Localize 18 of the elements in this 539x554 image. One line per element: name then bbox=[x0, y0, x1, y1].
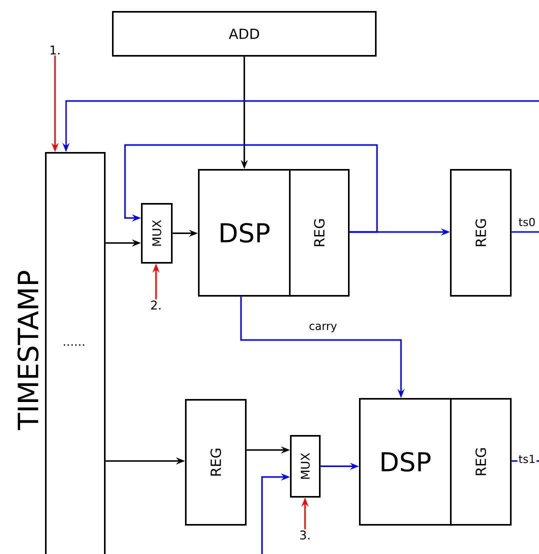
dsp-box: DSP bbox=[198, 169, 291, 297]
edge-label: ts1 bbox=[517, 454, 537, 464]
ellipsis: ...... bbox=[64, 344, 84, 346]
block-label: TIMESTAMP bbox=[17, 270, 39, 430]
mux-box: MUX bbox=[141, 203, 173, 264]
arrow bbox=[124, 144, 378, 233]
register-box: REG bbox=[289, 169, 350, 297]
adder-box: ADD bbox=[112, 11, 377, 57]
register-box: REG bbox=[450, 169, 512, 297]
register-box: REG bbox=[450, 398, 512, 526]
edge-label: ts0 bbox=[517, 216, 537, 228]
edge-label: carry bbox=[308, 322, 338, 334]
mux-box: MUX bbox=[290, 435, 321, 498]
callout-number: 2. bbox=[151, 300, 160, 310]
dsp-box: DSP bbox=[359, 398, 452, 526]
callout-number: 1. bbox=[50, 46, 60, 54]
register-box: REG bbox=[185, 399, 247, 526]
callout-number: 3. bbox=[300, 530, 310, 540]
